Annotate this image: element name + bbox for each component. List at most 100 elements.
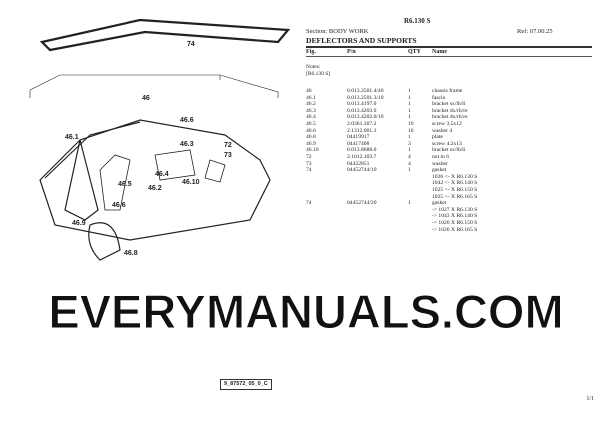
drawing-code: 9_87572_05_0_C <box>220 379 272 390</box>
cell-fig: 46.2 <box>306 101 316 108</box>
callout-46-10: 46.10 <box>182 179 200 186</box>
table-row: 46.4 0.013.4202.0/10 1 bracket dx/rh/re <box>306 114 596 121</box>
cell-pn: 04452744/20 <box>347 200 377 207</box>
divider <box>306 46 592 48</box>
callout-46-5: 46.5 <box>118 181 132 188</box>
cell-pn: 0.013.4203.0 <box>347 107 377 114</box>
section-label: Section: BODY WORK <box>306 28 369 35</box>
table-row: -> 1043 X R6.140 S <box>306 213 596 220</box>
callout-73: 73 <box>224 152 232 159</box>
cell-fig: 46.10 <box>306 147 319 154</box>
cell-name: bracket dx/rh/re <box>432 107 468 114</box>
divider <box>306 56 592 57</box>
cell-pn: 0.013.4197.0 <box>347 101 377 108</box>
callout-46-1: 46.1 <box>65 134 79 141</box>
table-row: 74 04452744/20 1 gasket <box>306 200 596 207</box>
cell-name: -> 1026 X R6.165 S <box>432 226 478 233</box>
cell-name: bracket sx/lh/li <box>432 147 466 154</box>
reference: Ref: 07.00.25 <box>517 28 553 35</box>
table-row: 1025 <- X R6.150 S <box>306 187 596 194</box>
cell-pn: 04452744/10 <box>347 167 377 174</box>
cell-qty: 4 <box>408 160 411 167</box>
cell-name: washer <box>432 160 448 167</box>
table-row: 1025 <- X R6.165 S <box>306 194 596 201</box>
cell-pn: 0.013.4202.0/10 <box>347 114 384 121</box>
cell-fig: 74 <box>306 167 312 174</box>
cell-qty: 10 <box>408 121 414 127</box>
cell-name: washer 4 <box>432 127 453 134</box>
cell-qty: 1 <box>408 134 411 141</box>
cell-pn: 0.013.2501.3/10 <box>347 94 384 101</box>
callout-46-6: 46.6 <box>180 117 194 124</box>
cell-qty: 1 <box>408 167 411 174</box>
cell-fig: 46.4 <box>306 114 316 121</box>
model-title: R6.130 S <box>404 17 431 25</box>
cell-name: bracket dx/rh/re <box>432 114 468 121</box>
cell-pn: 2.1312.001.3 <box>347 127 377 134</box>
cell-fig: 73 <box>306 160 312 167</box>
cell-name: fascia <box>432 94 446 101</box>
cell-pn: 2.0361.307.2 <box>347 121 377 127</box>
callout-46-2: 46.2 <box>148 185 162 192</box>
cell-name: 1025 <- X R6.165 S <box>432 193 478 200</box>
cell-qty: 1 <box>408 200 411 207</box>
notes-label: Notes: <box>306 64 321 70</box>
table-row: 46.10 0.013.8688.0 1 bracket sx/lh/li <box>306 147 596 154</box>
cell-fig: 74 <box>306 200 312 207</box>
cell-fig: 46.8 <box>306 134 316 141</box>
column-header-fig: Fig. <box>306 48 316 55</box>
callout-46-8: 46.8 <box>124 250 138 257</box>
cell-name: gasket <box>432 167 447 174</box>
cell-qty: 4 <box>408 154 411 160</box>
cell-qty: 1 <box>408 147 411 154</box>
cell-name: gasket <box>432 200 447 207</box>
callout-46: 46 <box>142 95 150 102</box>
cell-qty: 1 <box>408 94 411 101</box>
cell-fig: 46.1 <box>306 94 316 101</box>
cell-pn: 0.013.8688.0 <box>347 147 377 154</box>
cell-name: -> 1027 X R6.130 S <box>432 206 478 213</box>
cell-name: chassis frame <box>432 88 463 94</box>
cell-name: screw 4.2x13 <box>432 140 462 147</box>
cell-qty: 10 <box>408 127 414 134</box>
callout-46-6b: 46.6 <box>112 202 126 209</box>
table-row: 74 04452744/10 1 gasket <box>306 167 596 174</box>
cell-name: screw 3.5x12 <box>432 121 462 127</box>
table-row: 1042 <- X R6.140 S <box>306 180 596 187</box>
column-header-name: Name <box>432 48 447 55</box>
cell-name: nut m 6 <box>432 154 450 160</box>
cell-pn: 2.1012.103.7 <box>347 154 377 160</box>
cell-name: 1025 <- X R6.150 S <box>432 187 478 193</box>
callout-46-9: 46.9 <box>72 220 86 227</box>
cell-qty: 1 <box>408 107 411 114</box>
cell-name: -> 1026 X R6.150 S <box>432 220 478 226</box>
notes-value: [R6.130 S] <box>306 70 331 77</box>
callout-74: 74 <box>187 41 195 48</box>
cell-qty: 1 <box>408 114 411 121</box>
page-title: DEFLECTORS AND SUPPORTS <box>306 35 417 45</box>
cell-name: plate <box>432 134 443 141</box>
cell-fig: 46.6 <box>306 127 316 134</box>
notes: Notes: [R6.130 S] <box>306 64 330 77</box>
cell-fig: 46.5 <box>306 121 316 127</box>
cell-name: 1026 <- X R6.130 S <box>432 173 478 180</box>
table-row: -> 1026 X R6.165 S <box>306 227 596 234</box>
table-row: -> 1026 X R6.150 S <box>306 220 596 227</box>
page-number: 1/1 <box>586 396 594 402</box>
callout-46-4: 46.4 <box>155 171 169 178</box>
cell-qty: 3 <box>408 140 411 147</box>
column-header-pn: P/n <box>347 48 356 55</box>
table-row: 1026 <- X R6.130 S <box>306 174 596 181</box>
cell-fig: 46 <box>306 88 312 94</box>
watermark: EVERYMANUALS.COM <box>48 285 564 339</box>
callout-46-3: 46.3 <box>180 141 194 148</box>
cell-pn: 0.013.2501.4/40 <box>347 88 384 94</box>
cell-fig: 46.3 <box>306 107 316 114</box>
cell-qty: 1 <box>408 101 411 108</box>
